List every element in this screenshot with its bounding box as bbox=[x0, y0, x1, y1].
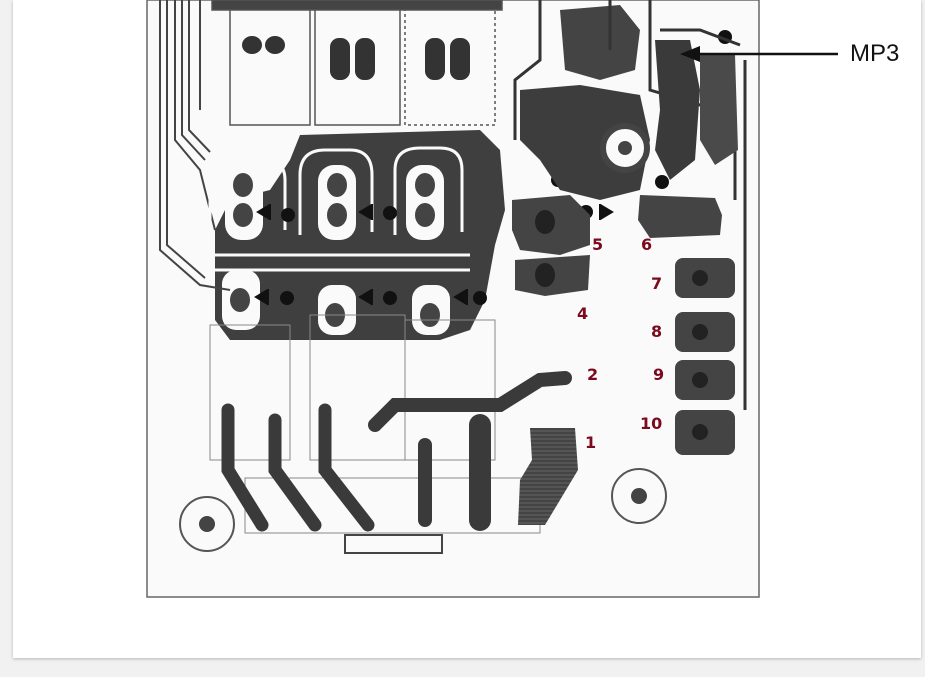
pin-label-7: 7 bbox=[651, 274, 663, 293]
copper-right-top bbox=[560, 5, 640, 80]
top-components bbox=[211, 0, 503, 126]
pin-label-1: 1 bbox=[585, 433, 597, 452]
pin-label-10: 10 bbox=[640, 414, 663, 433]
pin-label-8: 8 bbox=[651, 322, 663, 341]
pin-label-2: 2 bbox=[587, 365, 599, 384]
left-traces bbox=[159, 0, 231, 291]
mp3-label: MP3 bbox=[850, 40, 900, 67]
mp3-component bbox=[655, 40, 700, 180]
copper-pin-1 bbox=[518, 428, 578, 525]
pin-label-9: 9 bbox=[653, 365, 665, 384]
trace-pin-2 bbox=[368, 371, 572, 432]
pin-label-4: 4 bbox=[577, 304, 589, 323]
loop-traces bbox=[205, 146, 470, 272]
diodes bbox=[254, 204, 614, 305]
copper-pad-6 bbox=[638, 195, 722, 238]
mp3-arrowhead bbox=[680, 46, 700, 62]
connector-bottom bbox=[344, 534, 443, 554]
top-pads bbox=[242, 36, 470, 80]
lower-legs bbox=[221, 403, 375, 532]
pin-label-6: 6 bbox=[641, 235, 653, 254]
pin-label-5: 5 bbox=[592, 235, 604, 254]
